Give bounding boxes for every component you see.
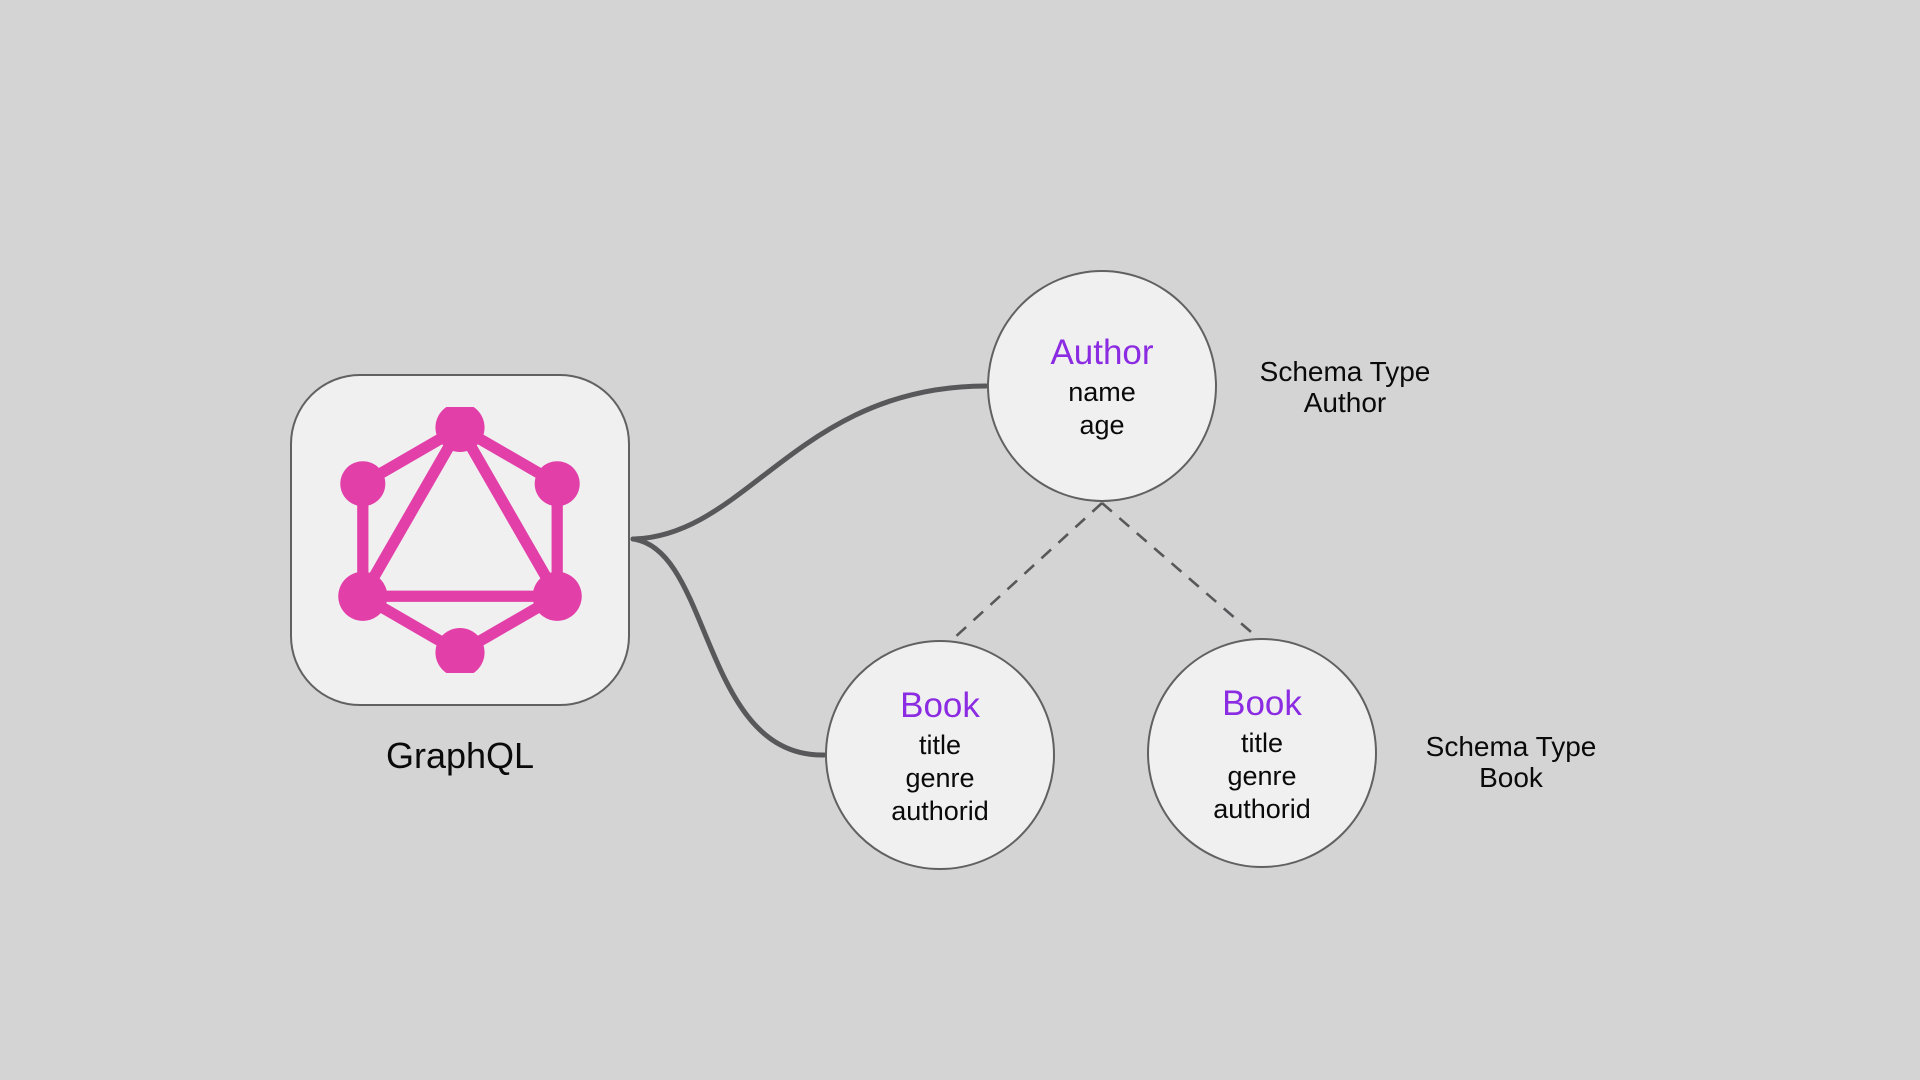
book-node-right[interactable]: Book title genre authorid xyxy=(1147,638,1377,868)
book-node-left[interactable]: Book title genre authorid xyxy=(825,640,1055,870)
graphql-logo-icon xyxy=(338,407,582,673)
schema-type-author-line2: Author xyxy=(1303,387,1387,418)
author-node-title: Author xyxy=(1050,333,1154,372)
book-right-node-title: Book xyxy=(1222,683,1302,723)
author-field-name: name xyxy=(1068,377,1136,407)
book-left-node-title: Book xyxy=(900,685,980,725)
graphql-label: GraphQL xyxy=(385,735,535,776)
book-left-field-authorid: authorid xyxy=(891,795,989,826)
book-left-field-genre: genre xyxy=(905,762,975,793)
book-right-field-genre: genre xyxy=(1227,760,1297,791)
book-left-field-title: title xyxy=(918,729,962,760)
schema-type-author-label: Schema Type Author xyxy=(1195,356,1495,418)
edge-author-to-book-left xyxy=(952,502,1103,640)
schema-type-author-line1: Schema Type xyxy=(1259,356,1431,387)
author-field-age: age xyxy=(1079,410,1125,440)
schema-type-book-line2: Book xyxy=(1479,762,1543,793)
schema-type-book-label: Schema Type Book xyxy=(1361,731,1661,793)
edge-author-to-book-right xyxy=(1101,502,1259,639)
book-right-field-title: title xyxy=(1240,727,1284,758)
schema-type-book-line1: Schema Type xyxy=(1425,731,1597,762)
author-node[interactable]: Author name age xyxy=(987,270,1217,502)
book-right-field-authorid: authorid xyxy=(1213,793,1311,824)
edge-graphql-to-book-left xyxy=(630,536,827,758)
graphql-node[interactable] xyxy=(290,374,630,706)
edge-graphql-to-author xyxy=(630,383,989,542)
